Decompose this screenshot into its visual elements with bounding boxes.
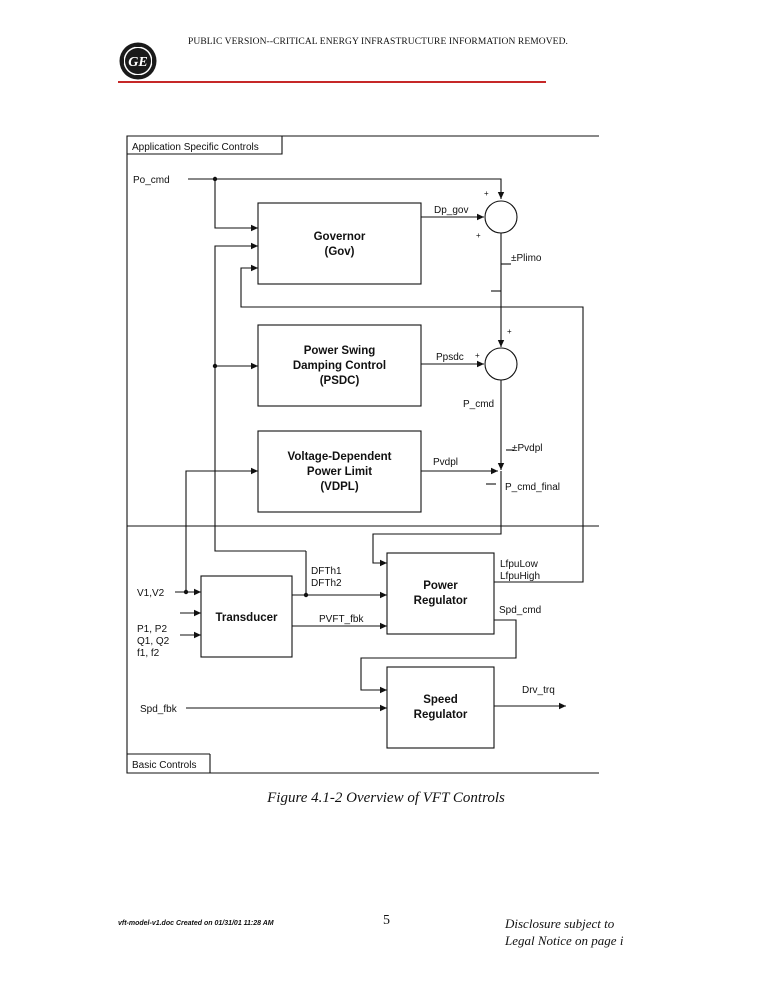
sign-j1-left: + <box>476 231 481 240</box>
signal-spd-cmd: Spd_cmd <box>499 605 541 616</box>
speed-regulator-block <box>386 666 495 749</box>
signal-pvft-fbk: PVFT_fbk <box>319 614 364 625</box>
footer-disclosure: Disclosure subject to Legal Notice on pa… <box>505 915 623 949</box>
signal-dfth1: DFTh1 <box>311 566 342 577</box>
vdpl-label-3: (VDPL) <box>320 481 359 493</box>
vdpl-label-2: Power Limit <box>307 466 372 478</box>
header-rule <box>118 81 546 83</box>
power-regulator-block <box>386 552 495 635</box>
input-v1v2: V1,V2 <box>137 588 165 599</box>
sign-j2-top: + <box>507 327 512 336</box>
app-section-frame <box>126 135 599 526</box>
header-banner: PUBLIC VERSION--CRITICAL ENERGY INFRASTR… <box>188 37 569 47</box>
transducer-label: Transducer <box>216 612 279 624</box>
app-section-label: Application Specific Controls <box>132 142 259 153</box>
input-spd-fbk: Spd_fbk <box>140 704 178 715</box>
signal-lfpuhigh: LfpuHigh <box>500 571 540 582</box>
signal-dp-gov: Dp_gov <box>434 205 468 216</box>
ge-logo: GE <box>119 42 157 80</box>
page-number: 5 <box>383 913 390 928</box>
basic-section-frame <box>126 526 599 774</box>
input-f1f2: f1, f2 <box>137 648 160 659</box>
disclosure-line-1: Disclosure subject to <box>505 916 615 931</box>
disclosure-line-2: Legal Notice on page i <box>505 933 624 948</box>
signal-ppsdc: Ppsdc <box>436 352 464 363</box>
figure-caption: Figure 4.1-2 Overview of VFT Controls <box>267 790 505 806</box>
power-regulator-label-2: Regulator <box>414 595 468 607</box>
summing-junction-1 <box>484 200 518 234</box>
power-regulator-label-1: Power <box>423 580 458 592</box>
signal-plimo: ±Plimo <box>511 253 542 264</box>
sign-j2-left: + <box>475 351 480 360</box>
transducer-block <box>200 575 293 658</box>
vdpl-label-1: Voltage-Dependent <box>288 451 392 463</box>
summing-junction-2 <box>484 347 518 381</box>
governor-label-1: Governor <box>314 231 366 243</box>
governor-label-2: (Gov) <box>324 246 354 258</box>
psdc-label-2: Damping Control <box>293 360 386 372</box>
signal-lfpulow: LfpuLow <box>500 559 539 570</box>
input-po-cmd: Po_cmd <box>133 175 170 186</box>
governor-block <box>257 202 422 285</box>
signal-drv-trq: Drv_trq <box>522 685 555 696</box>
signal-p-cmd-final: P_cmd_final <box>505 482 560 493</box>
footer-file-info: vft-model-v1.doc Created on 01/31/01 11:… <box>118 920 274 927</box>
psdc-label-3: (PSDC) <box>320 375 360 387</box>
basic-section-label: Basic Controls <box>132 760 196 771</box>
psdc-label-1: Power Swing <box>304 345 376 357</box>
input-q1q2: Q1, Q2 <box>137 636 170 647</box>
signal-dfth2: DFTh2 <box>311 578 342 589</box>
speed-regulator-label-1: Speed <box>423 694 458 706</box>
logo-text: GE <box>128 55 147 70</box>
signal-pvdpl: Pvdpl <box>433 457 458 468</box>
signal-pvdpl-limit: ±Pvdpl <box>512 443 543 454</box>
speed-regulator-label-2: Regulator <box>414 709 468 721</box>
signal-p-cmd: P_cmd <box>463 399 494 410</box>
sign-j1-top: + <box>484 189 489 198</box>
input-p1p2: P1, P2 <box>137 624 167 635</box>
